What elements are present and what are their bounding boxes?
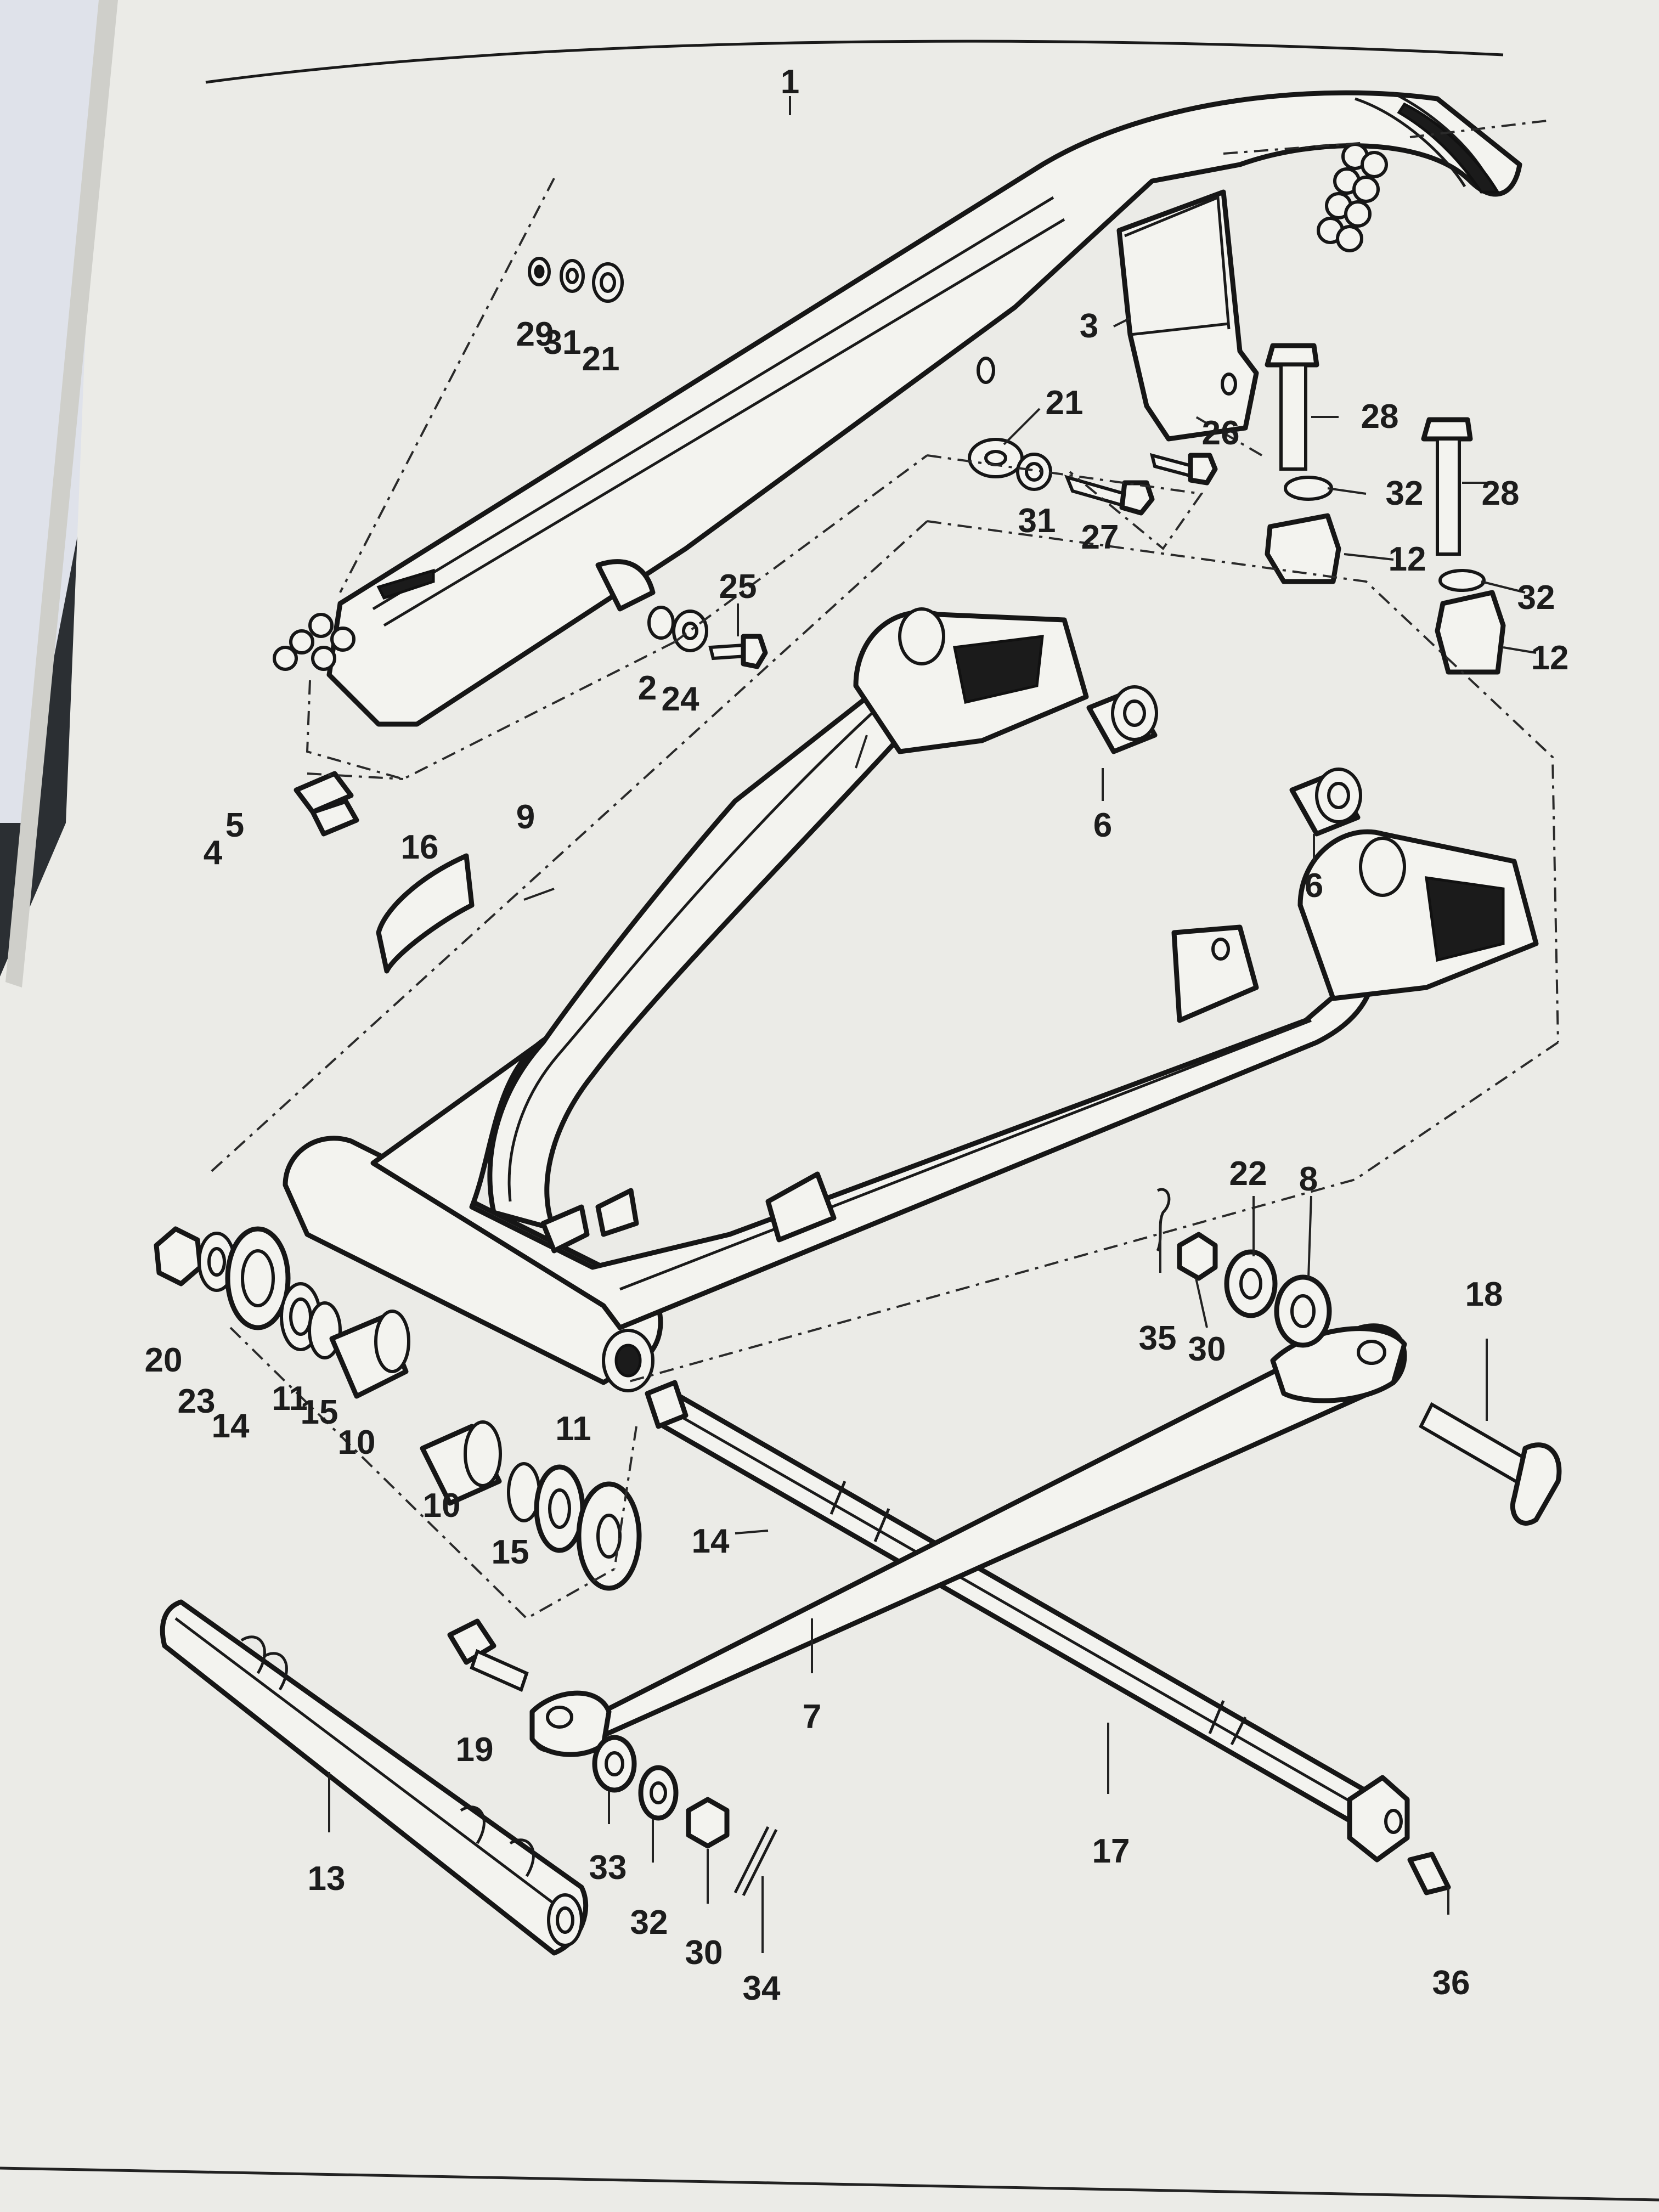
pivot-bolt-right (1419, 1402, 1562, 1526)
part-label-9: 9 (516, 798, 535, 836)
part-label-15: 15 (301, 1393, 338, 1431)
part-label-28: 28 (1361, 398, 1399, 436)
part-label-32: 32 (1517, 579, 1555, 617)
page-top-rule (205, 40, 1504, 84)
part-label-19: 19 (456, 1731, 494, 1769)
part-label-12: 12 (1531, 639, 1569, 677)
part-label-30: 30 (1188, 1330, 1226, 1368)
part-label-28: 28 (1482, 475, 1520, 512)
part-label-16: 16 (401, 828, 439, 866)
part-label-13: 13 (308, 1860, 346, 1898)
part-label-20: 20 (145, 1341, 183, 1379)
part-label-4: 4 (204, 834, 223, 872)
hardware-right (1156, 1188, 1332, 1348)
part-label-36: 36 (1432, 1964, 1470, 2002)
part-label-24: 24 (662, 680, 699, 718)
part-label-32: 32 (1386, 475, 1424, 512)
part-label-10: 10 (423, 1487, 461, 1525)
page-bottom-rule (0, 2166, 1659, 2202)
part-label-7: 7 (803, 1698, 821, 1736)
part-label-30: 30 (685, 1934, 723, 1972)
part-numbers: 1 3 29 31 21 21 31 27 26 28 32 12 28 32 … (145, 63, 1569, 2007)
chain-case (326, 90, 1522, 727)
part-label-6: 6 (1305, 867, 1323, 905)
part-label-10: 10 (338, 1424, 376, 1462)
chain-guide-bracket (1116, 189, 1259, 442)
part-label-14: 14 (692, 1522, 730, 1560)
pivot-hardware-left (154, 1226, 642, 1591)
part-label-26: 26 (1202, 414, 1240, 452)
part-label-18: 18 (1465, 1276, 1503, 1313)
group-outlines (207, 120, 1559, 1620)
part-label-31: 31 (544, 324, 582, 362)
rubber-bushings (1086, 685, 1362, 837)
pivot-spindle (160, 1599, 589, 1956)
part-label-8: 8 (1299, 1160, 1318, 1198)
part-label-15: 15 (492, 1533, 529, 1571)
part-label-11: 11 (555, 1410, 591, 1448)
part-label-29: 29 (516, 315, 554, 353)
swing-arm (283, 607, 1539, 1392)
hardware-bottom (447, 1618, 1451, 1897)
part-label-31: 31 (1018, 502, 1056, 540)
part-label-14: 14 (212, 1407, 250, 1445)
part-label-23: 23 (178, 1383, 216, 1420)
pivot-shaft (645, 1380, 1410, 1863)
part-label-17: 17 (1092, 1832, 1130, 1870)
bolts-and-washers-bracket (294, 343, 1506, 837)
drive-chain (273, 143, 1388, 671)
washers-top-left (528, 257, 624, 303)
part-label-34: 34 (743, 1970, 781, 2007)
part-label-12: 12 (1389, 540, 1426, 578)
part-label-27: 27 (1081, 518, 1119, 556)
part-label-11: 11 (272, 1380, 308, 1418)
part-label-1: 1 (781, 63, 799, 101)
part-label-2: 2 (638, 669, 657, 707)
part-label-5: 5 (225, 806, 244, 844)
part-label-21: 21 (582, 340, 620, 378)
patch-plate (376, 853, 475, 974)
part-label-33: 33 (589, 1849, 627, 1887)
page-edge (5, 0, 118, 988)
part-label-32: 32 (630, 1904, 668, 1942)
part-label-35: 35 (1139, 1319, 1177, 1357)
part-label-25: 25 (719, 568, 757, 606)
part-label-3: 3 (1080, 307, 1098, 345)
part-label-22: 22 (1229, 1155, 1267, 1193)
part-label-21: 21 (1046, 384, 1084, 422)
part-label-6: 6 (1093, 806, 1112, 844)
leader-lines (328, 96, 1537, 1953)
